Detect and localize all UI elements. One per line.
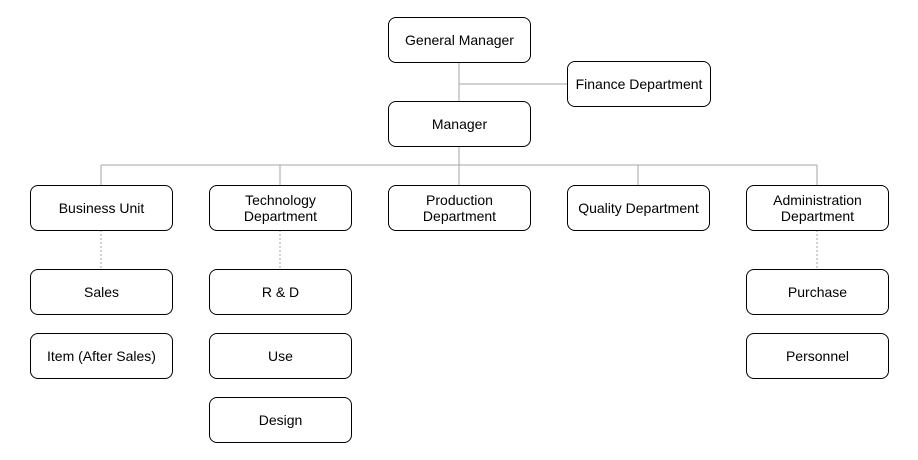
node-manager: Manager (388, 101, 531, 147)
node-purchase-label: Purchase (787, 284, 848, 300)
node-manager-label: Manager (431, 116, 488, 132)
node-quality-department: Quality Department (567, 185, 710, 231)
node-production-department-label: Production Department (422, 192, 497, 224)
node-general-manager: General Manager (388, 17, 531, 63)
node-finance-department-label: Finance Department (575, 76, 703, 92)
node-personnel: Personnel (746, 333, 889, 379)
node-quality-department-label: Quality Department (578, 200, 699, 216)
node-general-manager-label: General Manager (405, 32, 514, 48)
node-item-after-sales-label: Item (After Sales) (47, 348, 156, 364)
node-purchase: Purchase (746, 269, 889, 315)
node-technology-department-label: Technology Department (243, 192, 318, 224)
node-rd-label: R & D (261, 284, 300, 300)
node-business-unit: Business Unit (30, 185, 173, 231)
node-finance-department: Finance Department (567, 61, 711, 107)
node-item-after-sales: Item (After Sales) (30, 333, 173, 379)
node-administration-department: Administration Department (746, 185, 889, 231)
node-administration-department-label: Administration Department (773, 192, 862, 224)
node-design-label: Design (258, 412, 303, 428)
node-sales: Sales (30, 269, 173, 315)
node-business-unit-label: Business Unit (58, 200, 145, 216)
node-use: Use (209, 333, 352, 379)
node-use-label: Use (268, 348, 293, 364)
node-sales-label: Sales (83, 284, 120, 300)
node-production-department: Production Department (388, 185, 531, 231)
node-technology-department: Technology Department (209, 185, 352, 231)
node-rd: R & D (209, 269, 352, 315)
node-personnel-label: Personnel (785, 348, 850, 364)
node-design: Design (209, 397, 352, 443)
